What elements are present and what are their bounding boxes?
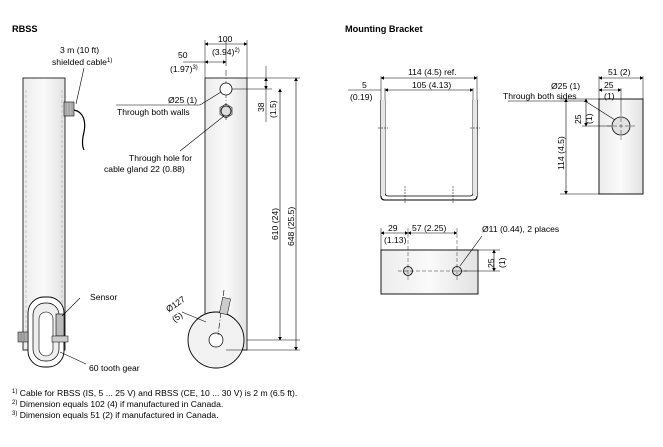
gland-label-line2: cable gland 22 (0.88) bbox=[104, 164, 185, 174]
rbss-hole-25-note: Through both walls bbox=[117, 107, 190, 117]
sensor-body bbox=[55, 313, 65, 337]
bracket-side-v25: 25 bbox=[573, 114, 583, 124]
rbss-hole-25-label: Ø25 (1) bbox=[168, 95, 198, 105]
footnote-1: 1) Cable for RBSS (IS, 5 ... 25 V) and R… bbox=[12, 388, 298, 398]
bracket-side-v25-inch: (1) bbox=[584, 113, 594, 124]
bracket-width-ref: 114 (4.5) ref. bbox=[408, 67, 457, 77]
bracket-inner-width: 105 (4.13) bbox=[412, 80, 452, 90]
bracket-side-width: 51 (2) bbox=[608, 67, 631, 77]
rbss-front-view bbox=[116, 40, 300, 369]
bracket-dim-29-inch: (1.13) bbox=[384, 235, 407, 245]
bracket-dim-57: 57 (2.25) bbox=[412, 223, 447, 233]
dim-50: 50 bbox=[178, 50, 188, 60]
bracket-height: 114 (4.5) bbox=[556, 136, 566, 170]
shielded-cable bbox=[73, 109, 86, 151]
cable-type-label: shielded cable1) bbox=[52, 57, 113, 67]
bracket-hole-25-label: Ø25 (1) bbox=[551, 81, 581, 91]
mount-hole-25 bbox=[219, 82, 233, 96]
gland-hole bbox=[220, 105, 232, 117]
dim-648: 648 (25.5) bbox=[286, 206, 296, 246]
gear-label: 60 tooth gear bbox=[89, 363, 140, 373]
dim-100-inch: (3.94)2) bbox=[212, 47, 240, 57]
bracket-dim-5-inch: (0.19) bbox=[350, 92, 373, 102]
bracket-hole-25-note: Through both sides bbox=[503, 91, 577, 101]
bracket-side-25-inch: (1) bbox=[604, 91, 615, 101]
rbss-title: RBSS bbox=[12, 24, 38, 34]
gland-label-line1: Through hole for bbox=[129, 153, 193, 163]
bracket-dim-5: 5 bbox=[362, 80, 367, 90]
bracket-side-view bbox=[508, 76, 644, 195]
bracket-side-25: 25 bbox=[604, 80, 614, 90]
dim-610: 610 (24) bbox=[270, 207, 280, 240]
sensor-label: Sensor bbox=[90, 292, 118, 302]
bracket-front-view bbox=[348, 76, 480, 204]
dim-38-inch: (1.5) bbox=[268, 100, 278, 118]
rbss-side-view bbox=[17, 67, 87, 368]
mounting-bracket-title: Mounting Bracket bbox=[345, 24, 423, 34]
bracket-hole-11-label: Ø11 (0.44), 2 places bbox=[482, 224, 560, 234]
bracket-u-shape bbox=[380, 100, 478, 201]
dim-38: 38 bbox=[256, 102, 266, 112]
dim-50-inch: (1.97)3) bbox=[170, 64, 198, 74]
bracket-bottom-v25-inch: (1) bbox=[497, 257, 507, 268]
footnote-2: 2) Dimension equals 102 (4) if manufactu… bbox=[12, 399, 224, 409]
cable-length-label: 3 m (10 ft) bbox=[60, 45, 100, 55]
bracket-bottom-v25: 25 bbox=[486, 258, 496, 268]
footnote-3: 3) Dimension equals 51 (2) if manufactur… bbox=[12, 410, 219, 420]
bracket-bottom-plate bbox=[380, 249, 479, 295]
bracket-dim-29: 29 bbox=[388, 223, 398, 233]
bracket-bottom-view bbox=[380, 228, 500, 295]
dim-100: 100 bbox=[218, 34, 233, 44]
